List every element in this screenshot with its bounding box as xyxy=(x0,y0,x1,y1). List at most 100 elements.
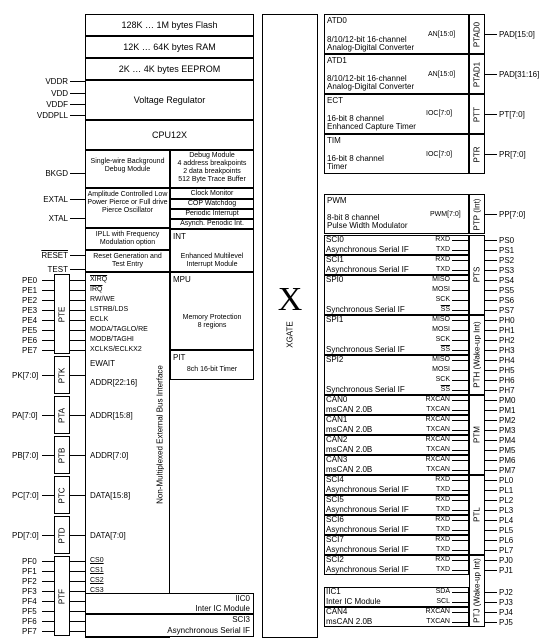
ptm-signal-1-0: RXCAN xyxy=(425,416,450,423)
cpu-block xyxy=(85,120,254,150)
ptb-bus-line xyxy=(70,455,85,456)
pth-signal-line-0-0 xyxy=(452,320,469,321)
ptm-module-label-3: msCAN 2.0B xyxy=(326,465,373,474)
pth-signal-line-0-3 xyxy=(452,350,469,351)
atd1-desc2: Analog-Digital Converter xyxy=(327,82,415,91)
ptp-port-block xyxy=(469,194,485,234)
pte-pin-2: PE2 xyxy=(22,296,38,305)
ptj-signal-0-0: RXD xyxy=(435,556,450,563)
vddpll-line xyxy=(70,115,85,116)
pts-signal-line-0-1 xyxy=(452,250,469,251)
pte-signal-7: XCLKS/ECLKX2 xyxy=(90,346,142,353)
pin-bkgd: BKGD xyxy=(45,169,68,178)
ptj-signal-0-1: TXD xyxy=(436,566,450,573)
pwm-signal: PWM[7:0] xyxy=(430,211,461,218)
ptj-signal-line-2-0 xyxy=(452,612,469,613)
ptl-signal-1-1: TXD xyxy=(436,506,450,513)
async-periodic-block xyxy=(170,219,254,229)
ptj-module-2 xyxy=(324,607,469,627)
ptl-signal-3-0: RXD xyxy=(435,536,450,543)
ptl-pin-line-5 xyxy=(485,530,497,531)
ptl-signal-line-2-0 xyxy=(452,520,469,521)
ptr-port-block xyxy=(469,134,485,174)
ptm-pin-3: PM3 xyxy=(499,426,516,435)
pte-bus-line-6 xyxy=(70,340,85,341)
ptm-module-0 xyxy=(324,395,469,415)
ptm-module-title-3: CAN3 xyxy=(326,455,348,464)
pte-pin-line-2 xyxy=(42,300,54,301)
pte-pin-line-4 xyxy=(42,320,54,321)
ptl-module-3 xyxy=(324,535,469,555)
pin-reset: RESET xyxy=(41,251,68,260)
pts-pin-5: PS5 xyxy=(499,286,515,295)
pth-pin-5: PH5 xyxy=(499,366,515,375)
pth-module-title-1: SPI2 xyxy=(326,355,344,364)
ptj-signal-1-1: SCL xyxy=(436,598,450,605)
ptl-pin-line-1 xyxy=(485,490,497,491)
ptm-signal-line-1-1 xyxy=(452,430,469,431)
pts-signal-1-1: TXD xyxy=(436,266,450,273)
pts-pin-2: PS2 xyxy=(499,256,515,265)
pts-port-block xyxy=(469,235,485,315)
ptm-pin-line-7 xyxy=(485,470,497,471)
cop-block xyxy=(170,199,254,209)
ptf-port-label: PTF xyxy=(57,588,67,605)
ptc-port-label: PTC xyxy=(57,487,67,504)
pth-signal-line-0-1 xyxy=(452,330,469,331)
ptm-pin-4: PM4 xyxy=(499,436,516,445)
ptj-pin-5: PJ5 xyxy=(499,618,513,627)
pth-module-title-0: SPI1 xyxy=(326,315,344,324)
ptr-port-label: PTR xyxy=(472,146,482,163)
pts-module-label-2: Synchronous Serial IF xyxy=(326,305,405,314)
pth-pin-0: PH0 xyxy=(499,316,515,325)
pts-pin-4: PS4 xyxy=(499,276,515,285)
pth-pin-line-5 xyxy=(485,370,497,371)
pit-block xyxy=(170,350,254,380)
ptf-signal-2: CS2 xyxy=(90,577,104,584)
iic0-title: IIC0 xyxy=(235,594,250,603)
ptj-module-label-0: Asynchronous Serial IF xyxy=(326,565,409,574)
periodic-block xyxy=(170,209,254,219)
pts-module-0 xyxy=(324,235,469,255)
ptl-pin-0: PL0 xyxy=(499,476,514,485)
ptm-signal-0-1: TXCAN xyxy=(426,406,450,413)
pth-pin-7: PH7 xyxy=(499,386,515,395)
ptj-pin-line-3 xyxy=(485,602,497,603)
pth-pin-line-4 xyxy=(485,360,497,361)
pth-pin-2: PH2 xyxy=(499,336,515,345)
ptl-signal-line-3-1 xyxy=(452,550,469,551)
ptm-module-2 xyxy=(324,435,469,455)
pts-signal-0-0: RXD xyxy=(435,236,450,243)
ptc-port-block xyxy=(54,476,70,514)
ptm-pin-line-0 xyxy=(485,400,497,401)
pin-vddpll: VDDPLL xyxy=(36,111,68,120)
pte-pin-line-7 xyxy=(42,350,54,351)
ptm-pin-line-2 xyxy=(485,420,497,421)
int-block xyxy=(170,229,254,272)
pth-pin-1: PH1 xyxy=(499,326,515,335)
pth-module-0 xyxy=(324,315,469,355)
pts-module-title-1: SCI1 xyxy=(326,255,344,264)
pts-pin-line-5 xyxy=(485,290,497,291)
ptm-pin-2: PM2 xyxy=(499,416,516,425)
mpu-regions: 8 regions xyxy=(197,322,227,329)
pwm-desc2: Pulse Width Modulator xyxy=(327,221,408,230)
ptt-port-label: PTT xyxy=(472,106,482,123)
ptl-module-title-3: SCI7 xyxy=(326,535,344,544)
pth-signal-line-1-3 xyxy=(452,390,469,391)
atd1-pin-line xyxy=(485,74,497,75)
ptj-pin-line-5 xyxy=(485,622,497,623)
iic0-block xyxy=(85,593,254,614)
ptc-bus-line xyxy=(70,495,85,496)
pit-title: PIT xyxy=(173,353,186,362)
ptm-module-title-0: CAN0 xyxy=(326,395,348,404)
atd1-desc1: 8/10/12-bit 16-channel xyxy=(327,74,407,83)
pts-signal-1-0: RXD xyxy=(435,256,450,263)
pte-pin-7: PE7 xyxy=(22,346,38,355)
bus-interface-label: Non-Multiplexed External Bus Interface xyxy=(155,365,165,504)
reset-line xyxy=(70,255,85,256)
pin-extal: EXTAL xyxy=(43,195,68,204)
ptf-pin-line-0 xyxy=(42,561,54,562)
ptf-bus-line-3 xyxy=(70,591,85,592)
ptad0-port-block xyxy=(469,14,485,54)
